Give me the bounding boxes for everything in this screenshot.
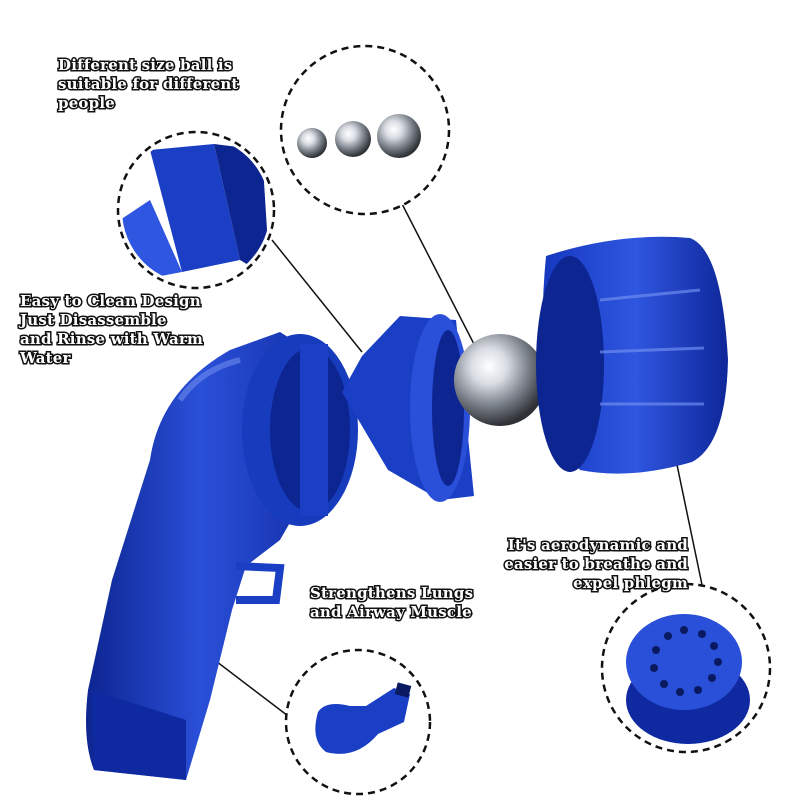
device-small-detail-circle [284,648,432,796]
cap-holes-detail-circle [600,582,772,754]
ball-size-line-3: people [57,93,117,114]
aero-line-2: easier to breathe and [503,554,690,575]
clean-line-1: Easy to Clean Design [18,291,202,312]
lungs-line-2: and Airway Muscle [308,602,473,623]
ball-size-line-1: Different size ball is [57,55,234,76]
cone-detail-circle [116,130,276,290]
aero-line-1: It's aerodynamic and [506,535,689,556]
clean-line-4: Water [18,348,71,369]
steel-ball [454,334,546,426]
aero-line-3: expel phlegm [572,573,690,594]
clean-line-3: and Rinse with Warm [18,329,204,350]
balls-detail-circle [279,44,451,216]
lungs-callout: Strengthens Lungs and Airway Muscle [308,583,474,623]
aerodynamic-callout: It's aerodynamic and easier to breathe a… [503,535,690,594]
outer-cap [536,236,728,474]
cone-valve [342,314,474,502]
lungs-line-1: Strengthens Lungs [308,583,474,604]
ball-size-callout: Different size ball is suitable for diff… [57,55,240,114]
threaded-collar [242,334,358,526]
ball-size-line-2: suitable for different [57,74,240,95]
clean-design-callout: Easy to Clean Design Just Disassemble an… [18,291,204,369]
clean-line-2: Just Disassemble [18,310,168,331]
